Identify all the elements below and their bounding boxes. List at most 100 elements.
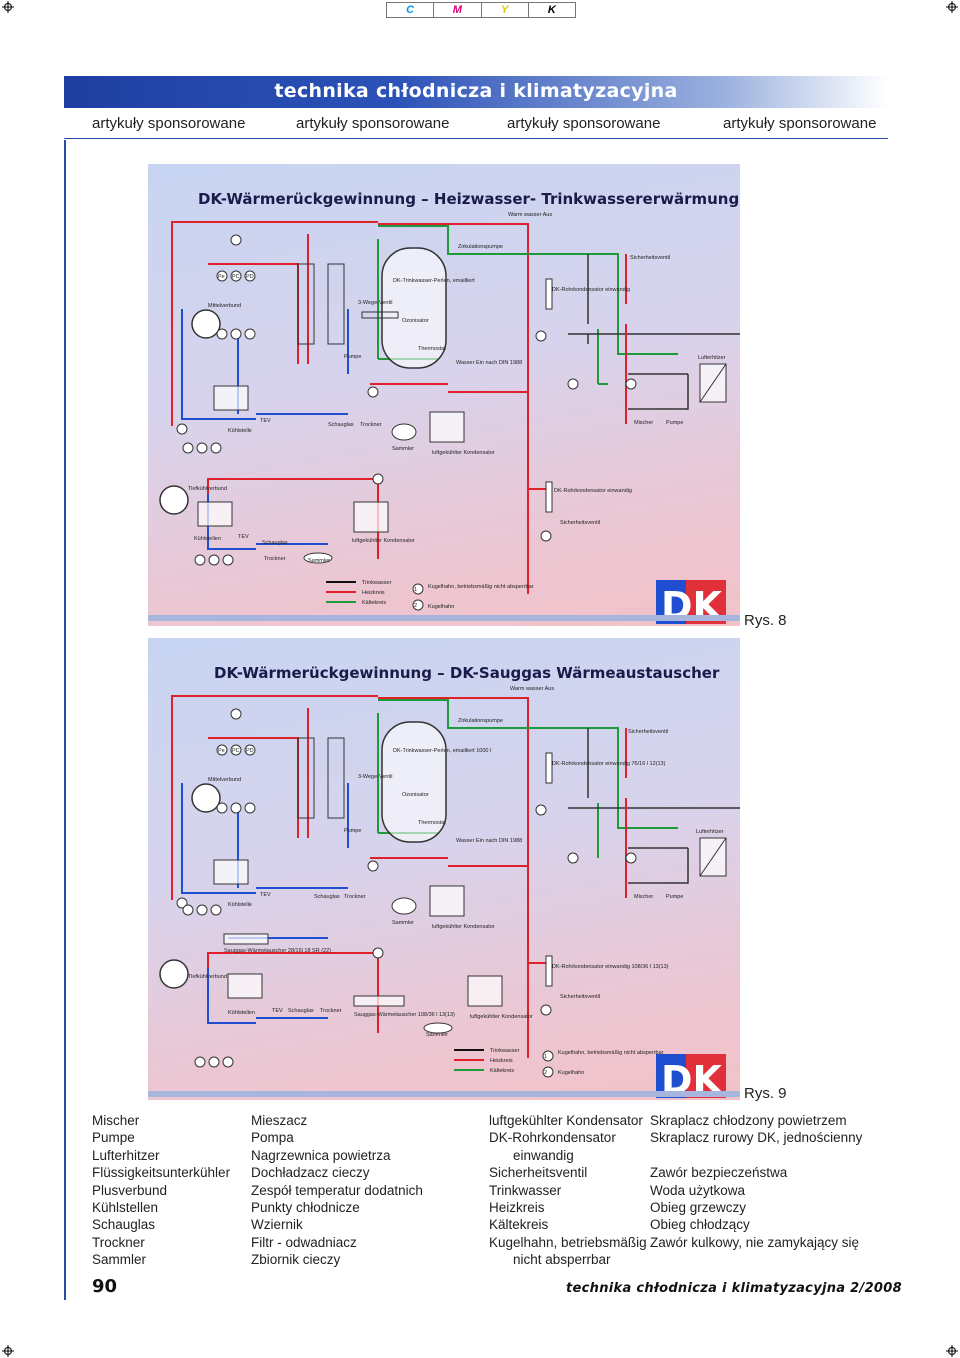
glossary-term: Pumpe (92, 1130, 135, 1146)
sponsored-label: artykuły sponsorowane (723, 115, 877, 132)
label-zirkulation: Zirkulationspumpe (458, 718, 503, 724)
label-mischer: Mischer (634, 420, 653, 426)
legend-marker-1: 1 (414, 587, 417, 593)
label-sicherheitsventil: Sicherheitsventil (628, 729, 668, 735)
label-schauglas-2: Schauglas (262, 540, 288, 546)
glossary-translation: Mieszacz (251, 1113, 308, 1128)
glossary-column-polish-1: Mieszacz Pompa Nagrzewnica powietrza Doc… (251, 1112, 423, 1269)
gauge-pe: Pe (218, 274, 225, 280)
label-pumpe-2: Pumpe (666, 420, 683, 426)
journal-banner: technika chłodnicza i klimatyzacyjna (64, 76, 888, 108)
glossary-term: Kältekreis (489, 1217, 549, 1233)
figure-9-diagram: DK-Wärmerückgewinnung – DK-Sauggas Wärme… (148, 638, 740, 1100)
label-kuehlstelle: Kühlstelle (228, 902, 252, 908)
glossary-term: Flüssigkeitsunterkühler (92, 1165, 231, 1181)
label-kuehlstelle: Kühlstelle (228, 428, 252, 434)
label-lufterhitzer: Lufterhitzer (698, 355, 726, 361)
glossary-term: Trinkwasser (489, 1182, 562, 1198)
label-tev-2: TEV (238, 534, 249, 540)
label-mittelverbund: Mittelverbund (208, 303, 241, 309)
registration-mark-icon (946, 1, 958, 13)
label-luftgek-kondensator-2: luftgekühlter Kondensator (470, 1014, 533, 1020)
figure-9-schematic: DK Warm wasser Aus Zirkulationspumpe Sic… (148, 686, 740, 1100)
label-sammler-2: Sammler (308, 558, 330, 564)
label-tev: TEV (260, 418, 271, 424)
label-schauglas: Schauglas (328, 422, 354, 428)
label-luftgek-kondensator: luftgekühlter Kondensator (432, 450, 495, 456)
label-wasser-ein: Wasser Ein nach DIN 1988 (456, 838, 522, 844)
label-3-wege-ventil: 3-Wege-Ventil (358, 300, 392, 306)
label-sauggas-waermetauscher: Sauggas-Wärmetauscher 28/16l 18 SR (22) (224, 948, 331, 954)
label-luftgek-kondensator-2: luftgekühlter Kondensator (352, 538, 415, 544)
sponsored-label: artykuły sponsorowane (507, 115, 661, 132)
glossary-term: Schauglas (92, 1217, 156, 1233)
label-tiefkuehlverbund: Tiefkühlverbund (188, 974, 227, 980)
glossary-term: Mischer (92, 1113, 140, 1128)
journal-title: technika chłodnicza i klimatyzacyjna (274, 80, 678, 102)
figure-9-caption: Rys. 9 (744, 1085, 787, 1102)
legend-kaeltekreis: Kältekreis (490, 1068, 514, 1074)
label-kuehlstellen-2: Kühlstellen (228, 1010, 255, 1016)
legend-kugelhahn-nicht-absperrbar: Kugelhahn, betriebsmäßig nicht absperrba… (558, 1050, 664, 1056)
label-trockner-2: Trockner (320, 1008, 342, 1014)
label-trinkwasserbehaelter: DK-Trinkwasser-Perlen, emailliert 1000 l (393, 748, 491, 754)
glossary-translation: Zawór bezpieczeństwa (650, 1165, 788, 1181)
figure-8-diagram: DK-Wärmerückgewinnung – Heizwasser- Trin… (148, 164, 740, 626)
glossary-translation: Zawór kulkowy, nie zamykający się (650, 1234, 860, 1250)
label-mischer: Mischer (634, 894, 653, 900)
cmyk-yellow: Y (482, 3, 529, 17)
figure-8-title: DK-Wärmerückgewinnung – Heizwasser- Trin… (198, 190, 740, 208)
cmyk-cyan: C (387, 3, 435, 17)
label-pumpe: Pumpe (344, 828, 361, 834)
legend-marker-2: 2 (544, 1070, 547, 1076)
legend-heizkreis: Heizkreis (362, 590, 385, 596)
label-dk-rohrkondensator-2: DK-Rohrkondensator einwandig (554, 488, 632, 494)
glossary-translation: Zbiornik cieczy (251, 1252, 341, 1268)
legend-trinkwasser: Trinkwasser (490, 1048, 520, 1054)
label-thermostat: Thermostat (418, 346, 446, 352)
glossary-term: DK-Rohrkondensator (489, 1130, 616, 1146)
label-trockner: Trockner (360, 422, 382, 428)
gauge-pd: PD (246, 274, 254, 280)
legend-marker-1: 1 (544, 1054, 547, 1060)
label-trinkwasserbehaelter: DK-Trinkwasser-Perlen, emailliert (393, 278, 475, 284)
glossary-translation: Skraplacz rurowy DK, jednościenny (650, 1130, 863, 1146)
label-wasser-ein: Wasser Ein nach DIN 1988 (456, 360, 522, 366)
label-sauggas-waermetauscher-2: Sauggas-Wärmetauscher 108/36 l 13(13) (354, 1012, 455, 1018)
label-sammler: Sammler (392, 920, 414, 926)
label-thermostat: Thermostat (418, 820, 446, 826)
glossary-term: Lufterhitzer (92, 1147, 160, 1163)
glossary-translation: Zespół temperatur dodatnich (251, 1182, 423, 1198)
legend-kaeltekreis: Kältekreis (362, 600, 386, 606)
glossary-term: Kugelhahn, betriebsmäßig (489, 1234, 647, 1250)
cmyk-magenta: M (434, 3, 482, 17)
glossary-translation: Dochładzacz cieczy (251, 1165, 370, 1181)
label-zirkulation: Zirkulationspumpe (458, 244, 503, 250)
figure-9-title: DK-Wärmerückgewinnung – DK-Sauggas Wärme… (214, 664, 720, 682)
legend-heizkreis: Heizkreis (490, 1058, 513, 1064)
label-pumpe-2: Pumpe (666, 894, 683, 900)
label-pumpe: Pumpe (344, 354, 361, 360)
gauge-pc: PC (232, 274, 240, 280)
label-dk-rohrkondensator-2: DK-Rohrkondensator einwandig 108/36 l 13… (552, 964, 669, 970)
glossary-column-polish-2: Skraplacz chłodzony powietrzem Skraplacz… (650, 1112, 862, 1251)
label-dk-rohrkondensator: DK-Rohrkondensator einwandig 76/16 l 12(… (552, 761, 666, 767)
glossary-term: Trockner (92, 1234, 145, 1250)
label-lufterhitzer: Lufterhitzer (696, 829, 724, 835)
glossary-term: Sammler (92, 1252, 147, 1268)
registration-mark-icon (946, 1345, 958, 1357)
glossary-translation: Filtr - odwadniacz (251, 1234, 357, 1250)
cmyk-black: K (547, 4, 556, 16)
glossary-term: Heizkreis (489, 1200, 545, 1216)
label-sicherheitsventil-2: Sicherheitsventil (560, 994, 600, 1000)
label-trockner-2: Trockner (264, 556, 286, 562)
glossary-translation: Nagrzewnica powietrza (251, 1147, 391, 1163)
glossary-term: Plusverbund (92, 1182, 168, 1198)
label-sicherheitsventil: Sicherheitsventil (630, 255, 670, 261)
label-trockner: Trockner (344, 894, 366, 900)
glossary-term: Sicherheitsventil (489, 1165, 588, 1181)
glossary-term: nicht absperrbar (513, 1252, 611, 1268)
label-tev: TEV (260, 892, 271, 898)
label-schauglas: Schauglas (314, 894, 340, 900)
label-dk-rohrkondensator: DK-Rohrkondensator einwandig (552, 287, 630, 293)
